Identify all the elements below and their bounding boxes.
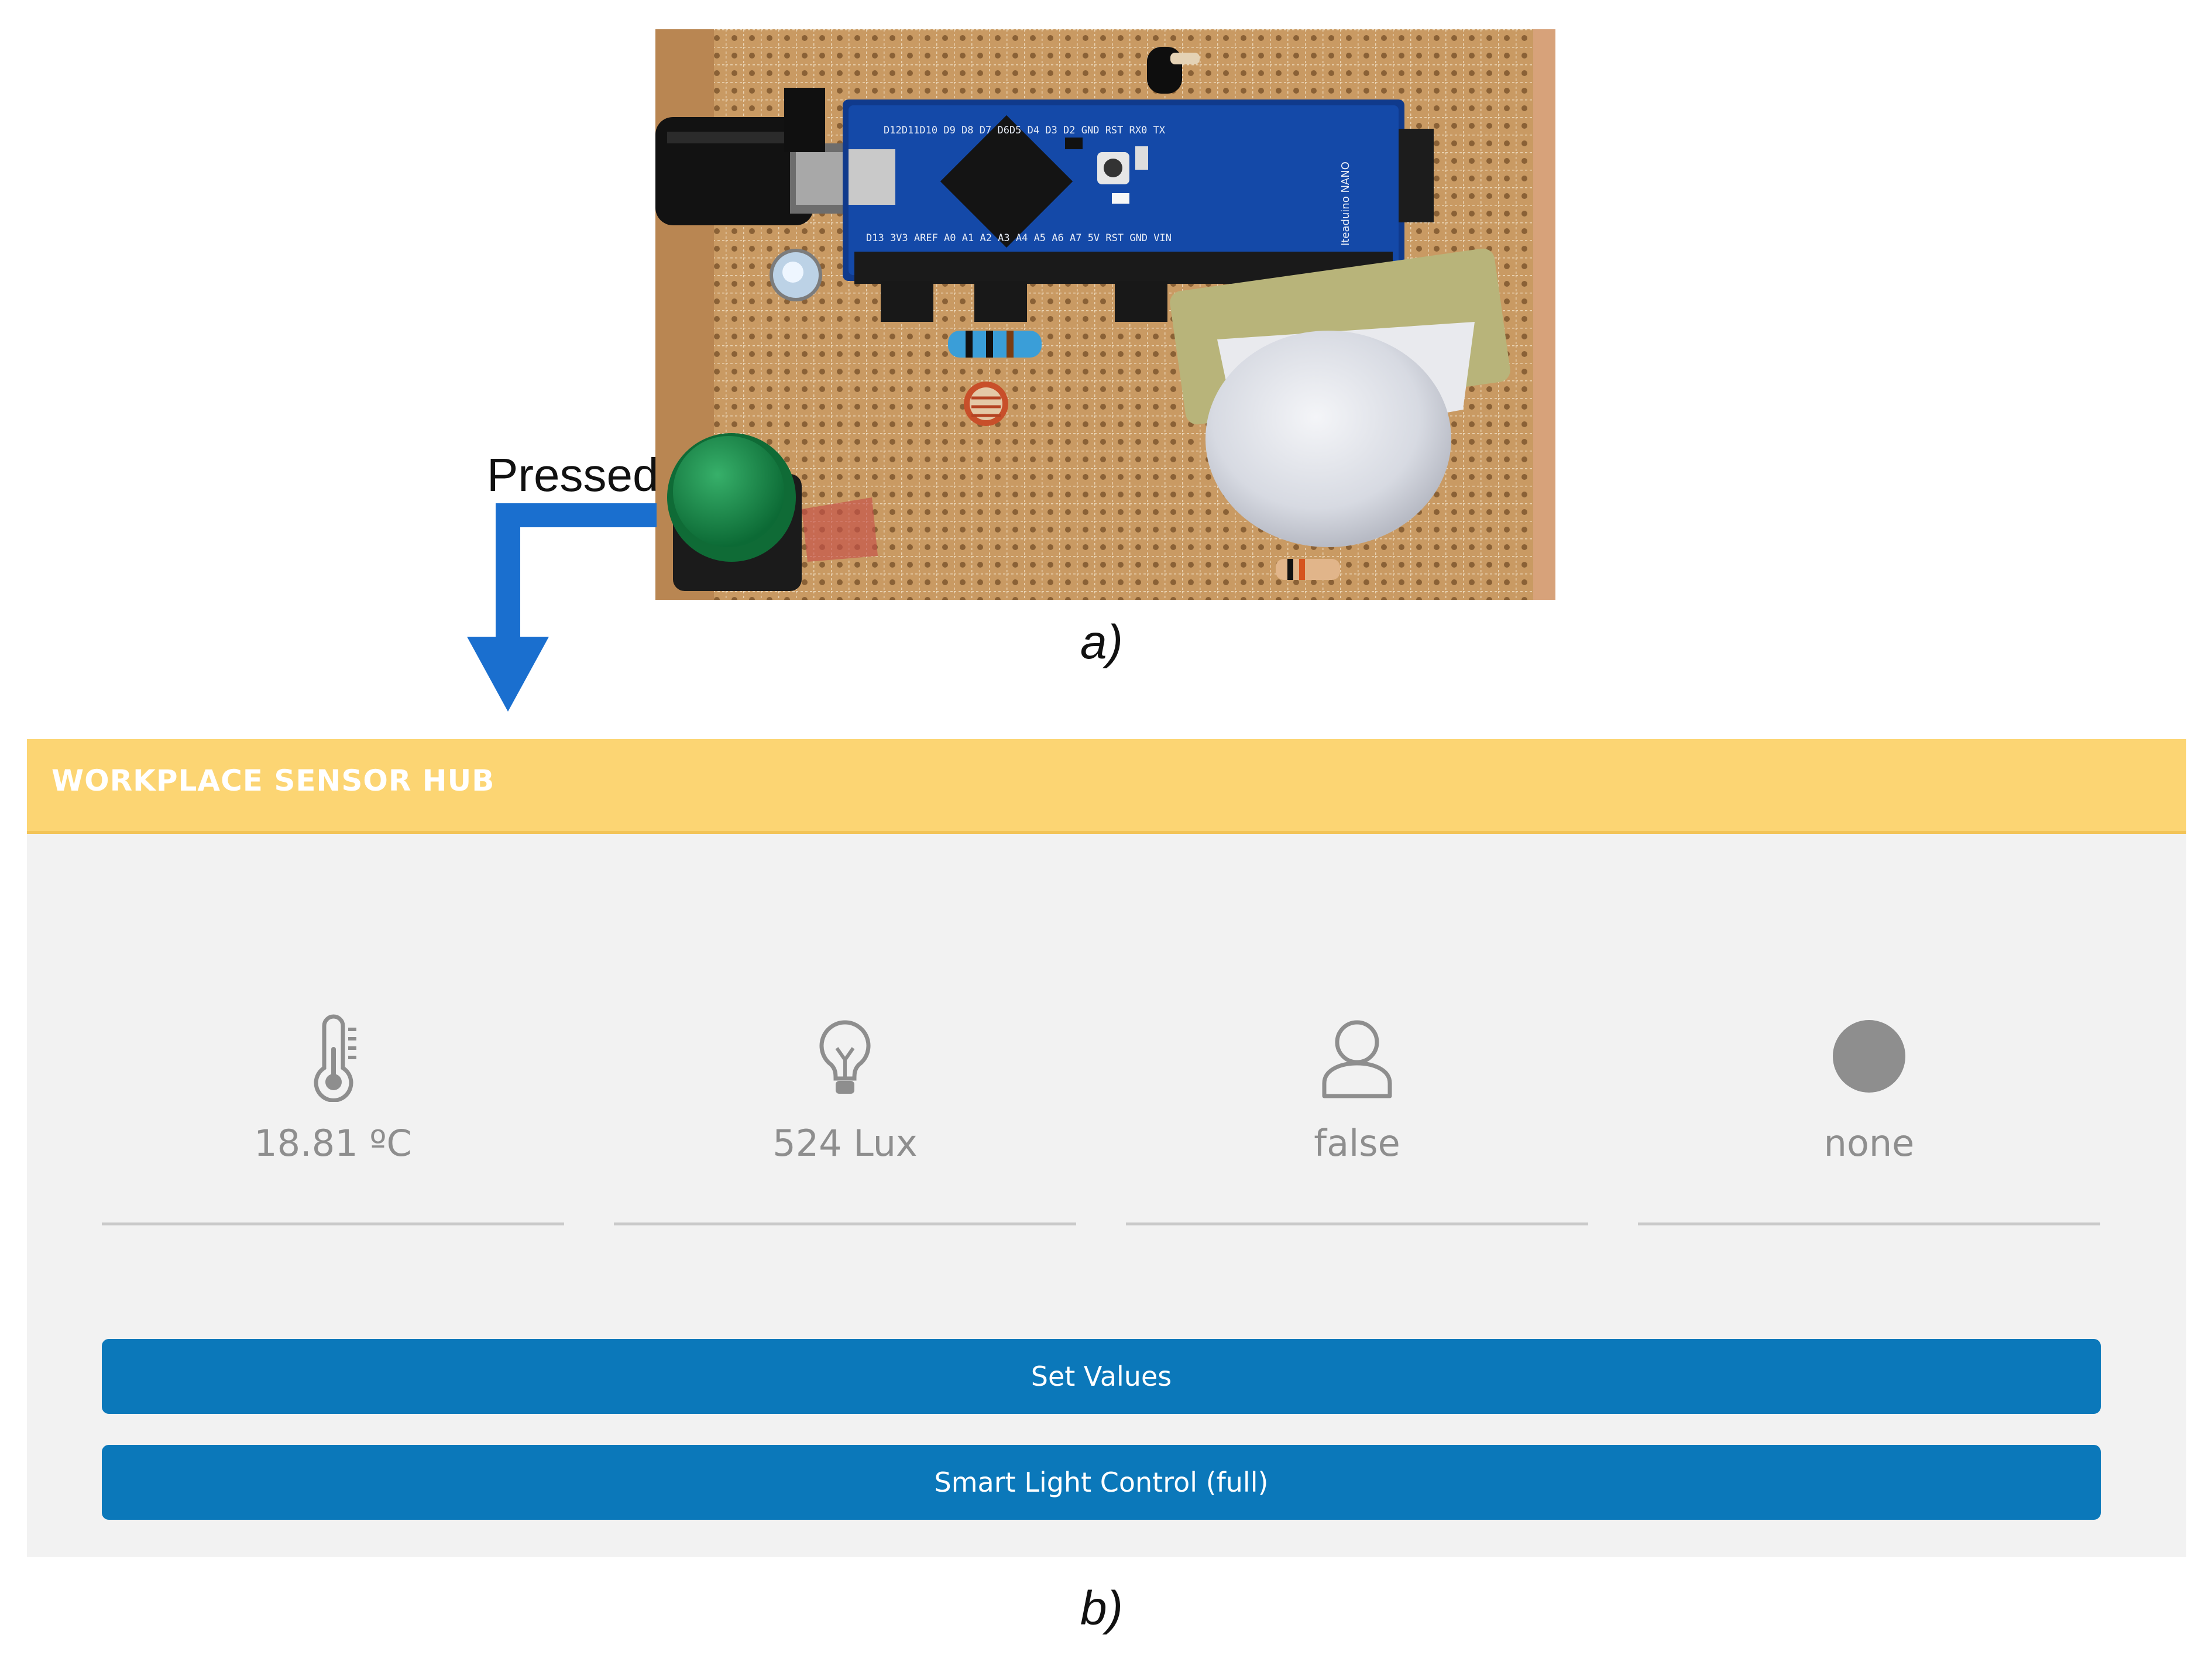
caption-b: b) <box>1080 1582 1123 1635</box>
person-icon <box>1322 1020 1392 1098</box>
push-button <box>667 433 802 591</box>
board-photo-drawing: D12D11D10 D9 D8 D7 D6D5 D4 D3 D2 GND RST… <box>655 29 1555 600</box>
status-value: none <box>1823 1122 1915 1165</box>
temperature-tile: 18.81 ºC <box>102 1014 564 1228</box>
arduino-nano: D12D11D10 D9 D8 D7 D6D5 D4 D3 D2 GND RST… <box>843 99 1434 284</box>
lightbulb-icon <box>819 1020 871 1094</box>
pir-sensor <box>1170 248 1510 547</box>
set-values-button[interactable]: Set Values <box>102 1339 2101 1414</box>
tile-divider <box>102 1222 564 1225</box>
caption-a: a) <box>1080 616 1123 669</box>
status-dot-icon <box>1833 1020 1905 1093</box>
light-tile: 524 Lux <box>614 1014 1076 1228</box>
presence-value: false <box>1314 1122 1400 1165</box>
tile-divider <box>1638 1222 2100 1225</box>
hub-title: WORKPLACE SENSOR HUB <box>51 764 495 798</box>
tile-divider <box>614 1222 1076 1225</box>
thermometer-icon <box>314 1014 356 1102</box>
tile-divider <box>1126 1222 1588 1225</box>
board-photo: D12D11D10 D9 D8 D7 D6D5 D4 D3 D2 GND RST… <box>655 29 1555 600</box>
temperature-value: 18.81 ºC <box>254 1122 412 1165</box>
presence-tile: false <box>1126 1014 1588 1228</box>
smart-light-control-button[interactable]: Smart Light Control (full) <box>102 1445 2101 1520</box>
pressed-annotation: Pressed <box>487 449 659 501</box>
resistor <box>948 331 1042 358</box>
status-tile: none <box>1638 1014 2100 1228</box>
arrow-down-icon <box>467 503 657 712</box>
hub-header: WORKPLACE SENSOR HUB <box>27 739 2186 834</box>
sensor-hub-dashboard: WORKPLACE SENSOR HUB 18.81 ºC 524 Lux <box>27 739 2186 1557</box>
board-top-pins: D12D11D10 D9 D8 D7 D6D5 D4 D3 D2 GND RST… <box>884 125 1166 136</box>
board-bottom-pins: D13 3V3 AREF A0 A1 A2 A3 A4 A5 A6 A7 5V … <box>866 232 1172 244</box>
usb-cable <box>655 117 813 225</box>
board-side-label: Iteaduino NANO <box>1339 162 1352 246</box>
light-value: 524 Lux <box>772 1122 918 1165</box>
